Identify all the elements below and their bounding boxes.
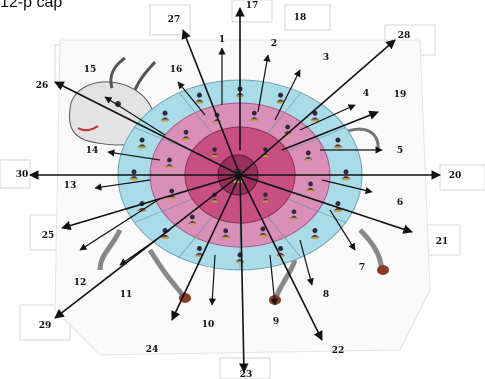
deity-figure <box>258 226 267 237</box>
label-2: 2 <box>271 39 277 49</box>
ring-divider <box>134 198 193 223</box>
diagram-caption: 12-p cap <box>0 0 63 11</box>
label-18: 18 <box>294 13 307 23</box>
label-11: 11 <box>120 290 133 300</box>
deity-figure <box>160 110 170 122</box>
arrow-3 <box>274 69 301 121</box>
bull-horn-left <box>109 56 126 89</box>
deity-figures <box>129 86 351 264</box>
arrow-13 <box>94 179 151 191</box>
label-29: 29 <box>39 321 52 331</box>
arrow-14 <box>107 149 161 161</box>
label-25: 25 <box>42 231 55 241</box>
arrow-15 <box>104 96 166 136</box>
arrow-22 <box>239 174 323 341</box>
label-12: 12 <box>74 278 87 288</box>
label-5: 5 <box>397 146 403 156</box>
bull-leg-front-left <box>97 228 123 271</box>
arrow-12 <box>79 199 159 251</box>
arrow-16 <box>177 81 206 116</box>
label-15: 15 <box>84 65 97 75</box>
label-7: 7 <box>359 263 365 273</box>
label-26: 26 <box>36 81 49 91</box>
bull-horn-right <box>133 61 157 91</box>
label-4: 4 <box>363 89 369 99</box>
arrow-7 <box>329 209 356 251</box>
ring-divider <box>178 216 213 258</box>
deity-figure <box>182 129 191 141</box>
arrow-29 <box>54 174 241 319</box>
label-8: 8 <box>323 290 329 300</box>
bull-hoof <box>377 265 389 275</box>
ring-divider <box>267 216 302 258</box>
arrow-8 <box>299 239 314 286</box>
arrow-25 <box>61 174 241 231</box>
label-20: 20 <box>449 171 462 181</box>
arrow-28 <box>239 39 396 176</box>
arrow-10 <box>208 254 216 306</box>
direction-arrows <box>29 7 441 373</box>
deity-figure <box>129 169 139 181</box>
deity-figure <box>341 169 351 181</box>
deity-figure <box>195 92 204 104</box>
label-13: 13 <box>64 181 77 191</box>
arrow-21 <box>239 174 413 234</box>
label-16: 16 <box>170 65 183 75</box>
arrow-6 <box>321 179 373 194</box>
deity-figure <box>221 228 230 239</box>
label-28: 28 <box>398 31 411 41</box>
deity-figure <box>261 192 270 203</box>
label-3: 3 <box>323 53 329 63</box>
deity-figure <box>195 246 204 257</box>
deity-figure <box>276 92 285 104</box>
arrow-27 <box>181 29 241 176</box>
bull-mouth <box>77 125 99 132</box>
label-17: 17 <box>246 1 259 11</box>
deity-figure <box>304 150 313 161</box>
ring-divider <box>178 92 213 134</box>
ring-divider <box>287 127 346 152</box>
deity-figure <box>137 137 147 149</box>
label-22: 22 <box>332 346 345 356</box>
label-24: 24 <box>146 345 159 355</box>
deity-figure <box>188 214 197 225</box>
label-6: 6 <box>397 198 403 208</box>
deity-figure <box>333 137 343 149</box>
label-21: 21 <box>436 237 449 247</box>
arrow-24 <box>171 174 241 321</box>
arrow-9 <box>269 254 278 306</box>
deity-figure <box>289 209 298 220</box>
deity-figure <box>250 110 259 122</box>
label-27: 27 <box>168 15 181 25</box>
deity-figure <box>310 110 320 122</box>
label-19: 19 <box>394 90 407 100</box>
label-14: 14 <box>86 146 99 156</box>
arrow-2 <box>257 54 271 113</box>
deity-figure <box>310 228 320 239</box>
label-1: 1 <box>219 35 225 45</box>
deity-figure <box>306 181 315 192</box>
label-30: 30 <box>16 170 29 180</box>
arrow-4 <box>299 104 356 131</box>
label-23: 23 <box>240 370 253 379</box>
label-9: 9 <box>273 317 279 327</box>
deity-figure <box>210 147 219 158</box>
arrow-23 <box>239 174 249 373</box>
arrow-26 <box>54 81 241 176</box>
label-10: 10 <box>202 320 215 330</box>
deity-figure <box>165 157 174 169</box>
arrow-19 <box>281 110 379 151</box>
ring-divider <box>267 92 302 134</box>
